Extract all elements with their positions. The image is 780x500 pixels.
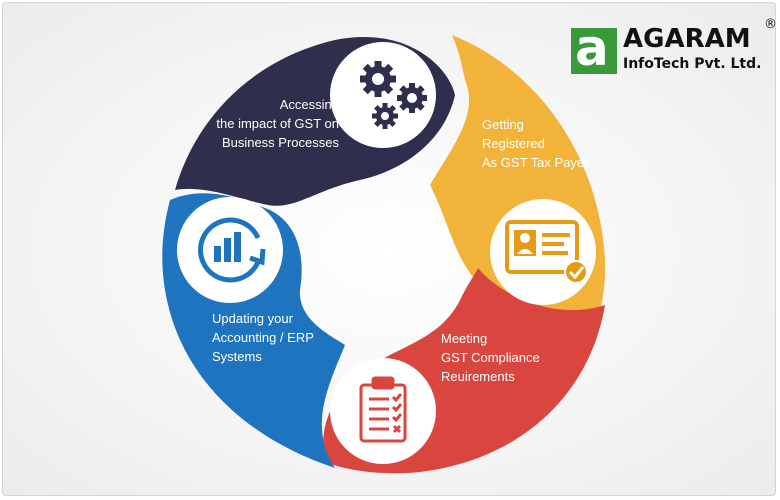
gears-icon	[360, 61, 427, 129]
agaram-logo: a AGARAM ® InfoTech Pvt. Ltd.	[571, 18, 777, 78]
label-compliance: Meeting GST Compliance Reuirements	[441, 329, 571, 386]
label-register: Getting Registered As GST Tax Payer	[482, 115, 602, 172]
label-assess: Accessing the impact of GST on Business …	[178, 95, 339, 152]
icon-circle-assess	[330, 42, 436, 148]
label-compliance-line-2: GST Compliance	[441, 350, 540, 365]
label-update: Updating your Accounting / ERP Systems	[212, 309, 332, 366]
label-update-line-1: Updating your	[212, 311, 293, 326]
label-compliance-line-3: Reuirements	[441, 369, 515, 384]
label-assess-line-2: the impact of GST on	[216, 116, 339, 131]
label-assess-line-1: Accessing	[279, 97, 339, 112]
logo-subtitle: InfoTech Pvt. Ltd.	[623, 56, 762, 72]
logo-mark-letter: a	[575, 19, 609, 77]
label-compliance-line-1: Meeting	[441, 331, 488, 346]
logo-name: AGARAM	[623, 24, 751, 54]
label-update-line-2: Accounting / ERP	[212, 330, 314, 345]
icon-circle-compliance	[330, 358, 436, 464]
label-register-line-3: As GST Tax Payer	[482, 155, 589, 170]
refresh-chart-icon	[198, 217, 266, 283]
label-register-line-1: Getting	[482, 117, 524, 132]
logo-mark-icon: a	[571, 20, 617, 76]
label-assess-line-3: Business Processes	[221, 135, 339, 150]
clipboard-checklist-icon	[359, 376, 407, 443]
id-card-check-icon	[505, 220, 588, 284]
label-register-line-2: Registered	[482, 136, 545, 151]
registered-mark: ®	[764, 17, 777, 32]
label-update-line-3: Systems	[212, 349, 262, 364]
